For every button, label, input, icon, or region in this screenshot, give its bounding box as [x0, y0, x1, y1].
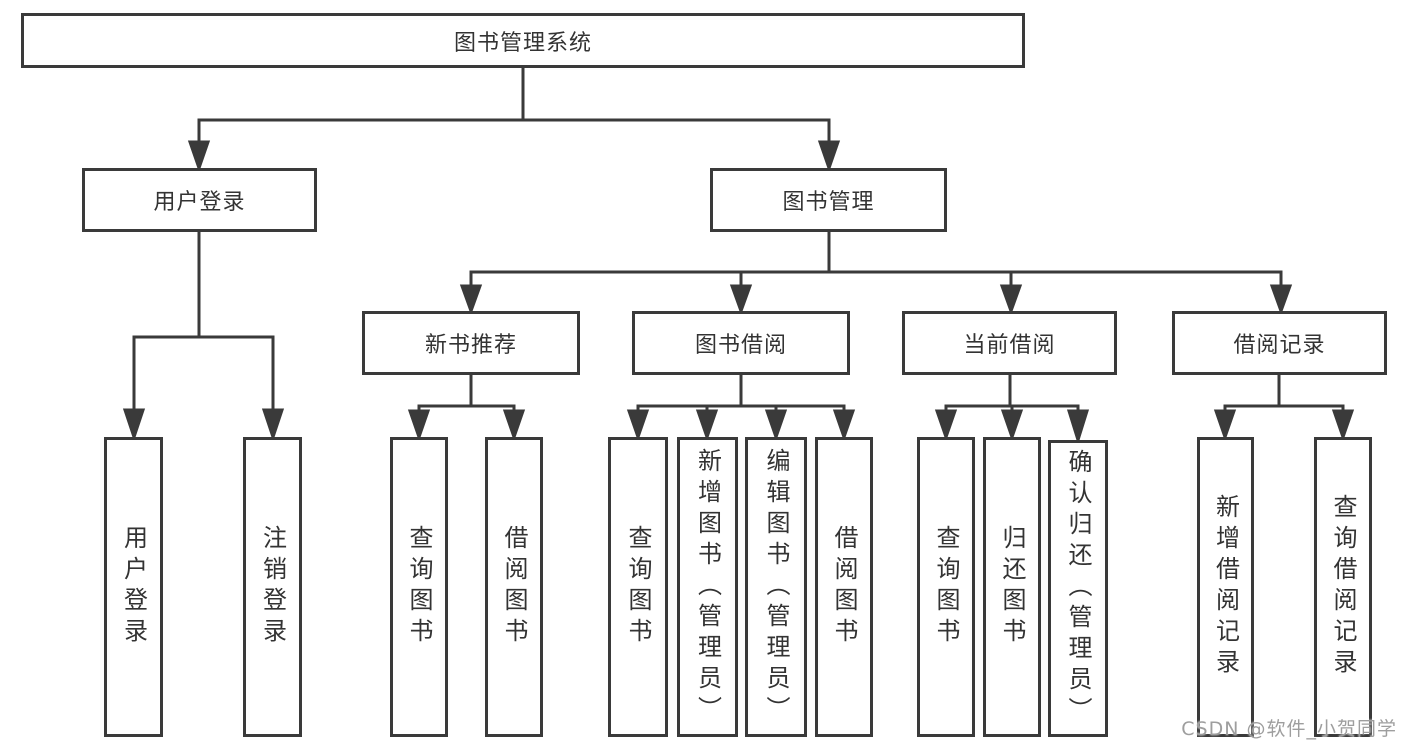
- node-book-borrow-label: 图书借阅: [694, 333, 787, 358]
- csdn-watermark: CSDN @软件_小贺同学: [1181, 718, 1397, 740]
- node-user-login: 用户登录: [82, 168, 317, 232]
- node-book-borrow: 图书借阅: [632, 311, 850, 375]
- leaf-add-borrow-record-label: 新增借阅记录: [1211, 494, 1240, 680]
- node-new-book-recommend-label: 新书推荐: [424, 333, 517, 358]
- node-user-login-label: 用户登录: [153, 190, 246, 215]
- leaf-return-books-label: 归还图书: [998, 525, 1026, 649]
- leaf-add-books-admin: 新增图书（管理员）: [677, 437, 738, 737]
- leaf-query-books-3-label: 查询图书: [932, 525, 960, 649]
- node-book-management-label: 图书管理: [782, 190, 875, 215]
- node-borrow-records: 借阅记录: [1172, 311, 1387, 375]
- node-root-system: 图书管理系统: [21, 13, 1025, 68]
- leaf-borrow-books-1: 借阅图书: [485, 437, 543, 737]
- leaf-query-borrow-record: 查询借阅记录: [1314, 437, 1372, 737]
- node-current-borrow: 当前借阅: [902, 311, 1117, 375]
- leaf-borrow-books-1-label: 借阅图书: [500, 525, 528, 649]
- leaf-borrow-books-2: 借阅图书: [815, 437, 873, 737]
- node-borrow-records-label: 借阅记录: [1233, 333, 1326, 358]
- leaf-add-borrow-record: 新增借阅记录: [1197, 437, 1254, 737]
- leaf-query-books-1-label: 查询图书: [405, 525, 433, 649]
- leaf-edit-books-admin: 编辑图书（管理员）: [745, 437, 807, 737]
- leaf-return-books: 归还图书: [983, 437, 1041, 737]
- leaf-query-borrow-record-label: 查询借阅记录: [1329, 494, 1357, 680]
- leaf-query-books-2-label: 查询图书: [624, 525, 652, 649]
- leaf-logout-label: 注销登录: [258, 525, 287, 649]
- leaf-add-books-admin-label: 新增图书（管理员）: [693, 447, 722, 727]
- leaf-query-books-2: 查询图书: [608, 437, 668, 737]
- leaf-borrow-books-2-label: 借阅图书: [830, 525, 858, 649]
- leaf-user-login-label: 用户登录: [119, 525, 148, 649]
- node-book-management: 图书管理: [710, 168, 947, 232]
- leaf-edit-books-admin-label: 编辑图书（管理员）: [762, 447, 790, 727]
- node-root-label: 图书管理系统: [453, 30, 592, 56]
- node-current-borrow-label: 当前借阅: [963, 333, 1056, 358]
- leaf-user-login: 用户登录: [104, 437, 163, 737]
- node-new-book-recommend: 新书推荐: [362, 311, 580, 375]
- leaf-query-books-1: 查询图书: [390, 437, 448, 737]
- leaf-logout: 注销登录: [243, 437, 302, 737]
- leaf-query-books-3: 查询图书: [917, 437, 975, 737]
- leaf-confirm-return-admin-label: 确认归还（管理员）: [1064, 449, 1092, 728]
- leaf-confirm-return-admin: 确认归还（管理员）: [1048, 440, 1108, 737]
